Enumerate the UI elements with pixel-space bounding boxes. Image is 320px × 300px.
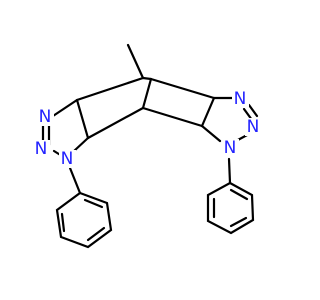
bond-left-c1-n1	[51, 98, 79, 118]
bond-left-phenyl-inner-2	[86, 226, 106, 242]
bond-right-phenyl-inner-1	[229, 188, 249, 201]
bond-left-phenyl-inner-3	[60, 212, 66, 233]
bond-c1-c2	[75, 98, 90, 140]
bond-c2-bridgehead	[86, 106, 145, 140]
bond-left-phenyl-inner-1	[83, 198, 104, 209]
bond-c3-c4	[200, 96, 216, 128]
left-phenyl-ring	[55, 191, 113, 249]
bond-left-n-phenyl	[68, 166, 82, 195]
left-triazole-n1-label: N	[39, 107, 52, 127]
bond-bridge-right	[141, 76, 153, 81]
bond-right-n1-n2-b	[247, 103, 259, 118]
bond-c1-bridge	[75, 76, 145, 102]
bond-right-phenyl-inner-2	[229, 216, 248, 228]
bond-right-n-phenyl	[227, 157, 232, 185]
atom-label-layer: N N N N N N	[33, 89, 262, 169]
right-triazole-n3-label: N	[224, 138, 237, 158]
bond-c4-bridge	[149, 77, 216, 100]
right-triazole-n1-label: N	[234, 89, 247, 109]
bond-left-n3-c2	[72, 136, 90, 153]
bond-right-n3-c3	[200, 124, 222, 143]
bond-bridgehead-bridge	[141, 77, 153, 110]
bond-bridge-left	[126, 43, 145, 80]
right-phenyl-ring	[206, 181, 255, 235]
bond-bridgehead-c3	[141, 106, 204, 128]
left-triazole-n2-label: N	[35, 139, 48, 159]
left-triazole-n3-label: N	[61, 149, 74, 169]
molecule-structure-diagram: N N N N N N	[33, 43, 262, 249]
right-triazole-n2-label: N	[247, 117, 260, 137]
